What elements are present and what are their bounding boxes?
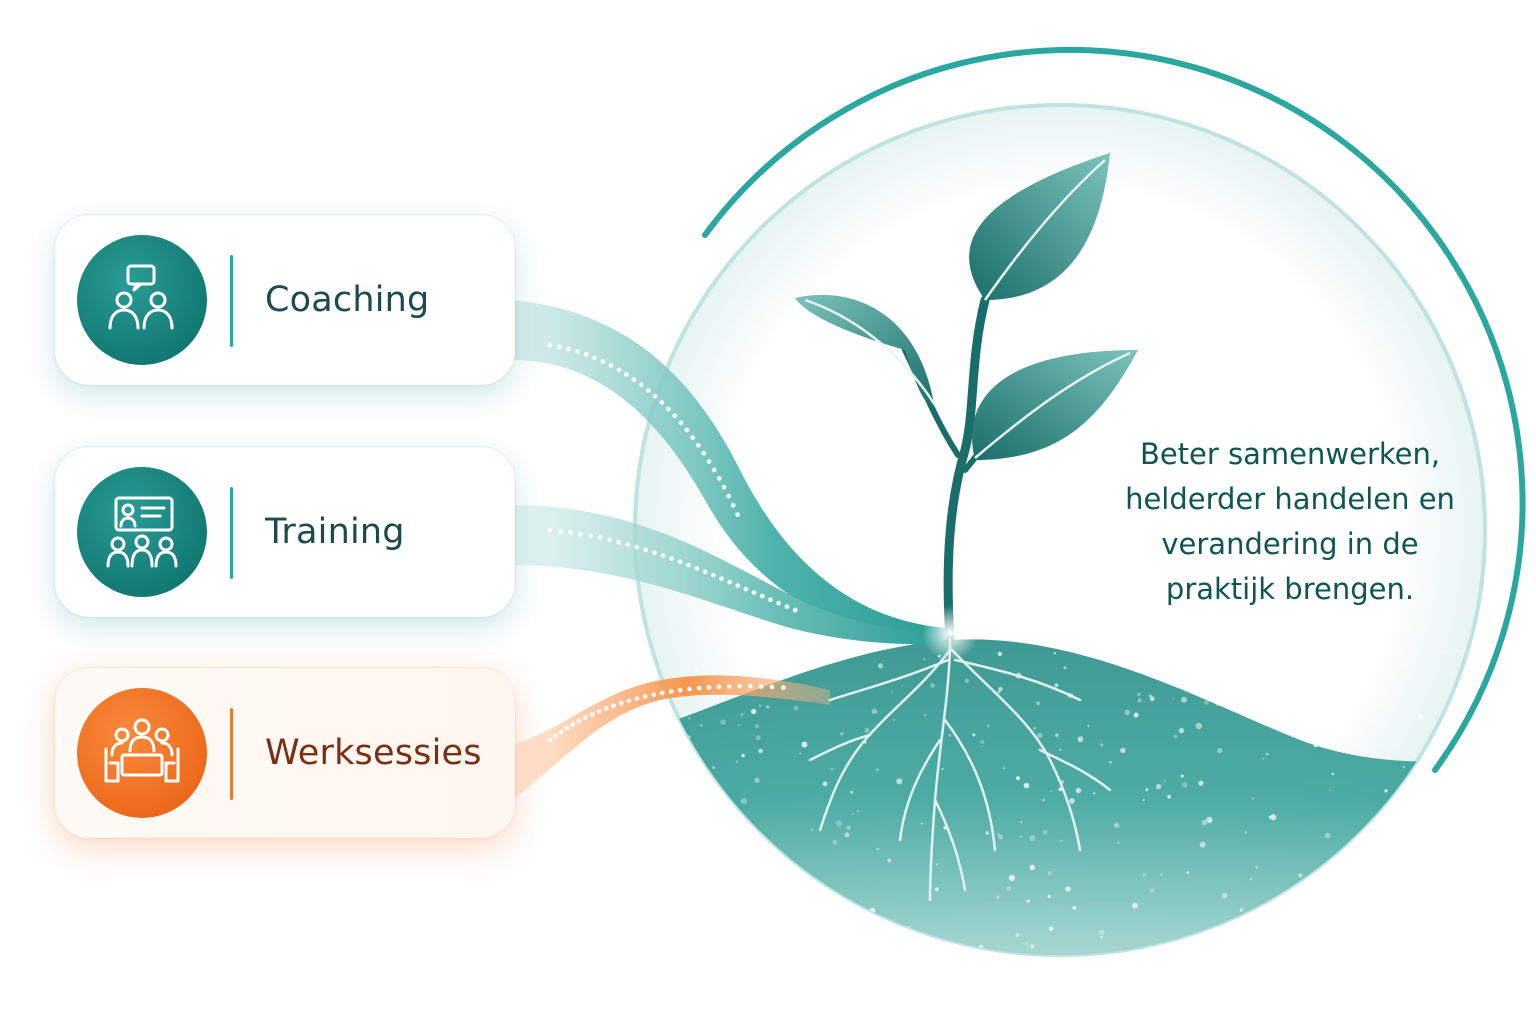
coaching-badge [77,235,207,365]
werksessies-divider [230,708,233,800]
tagline: Beter samenwerken, helderder handelen en… [1125,437,1455,606]
ribbon-werksessies [512,675,830,800]
plant-stem [943,295,990,645]
workshop-table-icon [104,718,180,783]
leaf-right [972,350,1138,460]
ribbon-dots [547,342,798,743]
training-divider [230,487,233,579]
werksessies-label: Werksessies [265,733,482,773]
bubble-accent-arc [702,46,1526,773]
roots [808,638,1112,902]
coaching-divider [230,255,233,347]
training-presentation-icon [106,496,178,568]
training-label: Training [265,512,405,552]
ribbon-coaching [512,300,945,640]
coaching-people-speech-icon [108,264,174,330]
service-card-werksessies[interactable]: Werksessies [55,668,515,838]
training-badge [77,467,207,597]
service-card-coaching[interactable]: Coaching [55,215,515,385]
service-card-training[interactable]: Training [55,447,515,617]
coaching-label: Coaching [265,280,430,320]
ribbon-training [512,505,945,645]
root-glow [922,605,978,661]
werksessies-badge [77,688,207,818]
leaf-left [795,294,935,410]
